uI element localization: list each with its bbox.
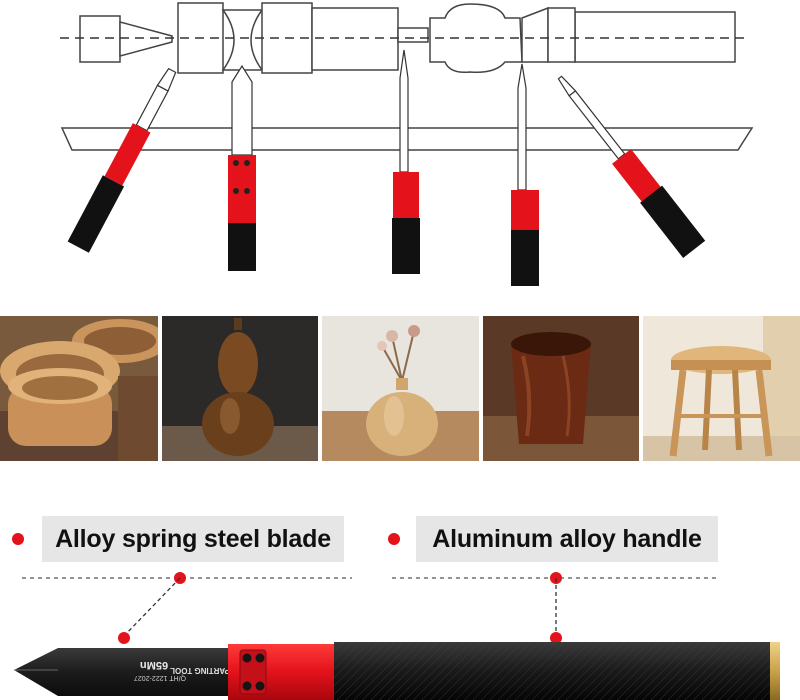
ferrule-screw-icon [255, 681, 265, 691]
ferrule-screw-icon [255, 653, 265, 663]
bullet-dot-handle [388, 533, 400, 545]
blade-callout-label: Alloy spring steel blade [42, 516, 344, 562]
tool-diagram-4 [511, 63, 539, 286]
handle-guide-dot-bottom [550, 632, 562, 644]
ferrule-screw-icon [242, 653, 252, 663]
wooden-stool-photo [643, 316, 800, 461]
blade-engraving-tool: PARTING TOOL [170, 666, 230, 675]
wooden-gourd-photo [162, 316, 318, 461]
blade-leader-line [123, 577, 181, 637]
ferrule-screw-icon [242, 681, 252, 691]
wooden-bowls-photo [0, 316, 158, 461]
blade-callout-text: Alloy spring steel blade [55, 524, 331, 553]
blade-engraving-brand: 65Mn [140, 659, 168, 671]
wooden-cup-photo [483, 316, 639, 461]
workpiece-outline [79, 2, 736, 74]
tool-diagram-5 [557, 75, 706, 258]
tool-diagram-2 [228, 64, 256, 271]
tool-blade [14, 648, 230, 696]
lathe-turning-diagram [60, 2, 754, 286]
tool-diagram-3 [392, 49, 420, 274]
blade-engraving-code: Q/HT 1222-2027 [134, 674, 186, 681]
blade-guide-dot-bottom [118, 632, 130, 644]
handle-callout-text: Aluminum alloy handle [432, 524, 702, 553]
handle-end-cap [770, 642, 780, 700]
tool-diagram-1 [67, 67, 177, 253]
bullet-dot-blade [12, 533, 24, 545]
parting-tool-product: 65Mn Q/HT 1222-2027 PARTING TOOL [14, 572, 780, 700]
wooden-vase-photo [322, 316, 479, 461]
handle-callout-label: Aluminum alloy handle [416, 516, 718, 562]
